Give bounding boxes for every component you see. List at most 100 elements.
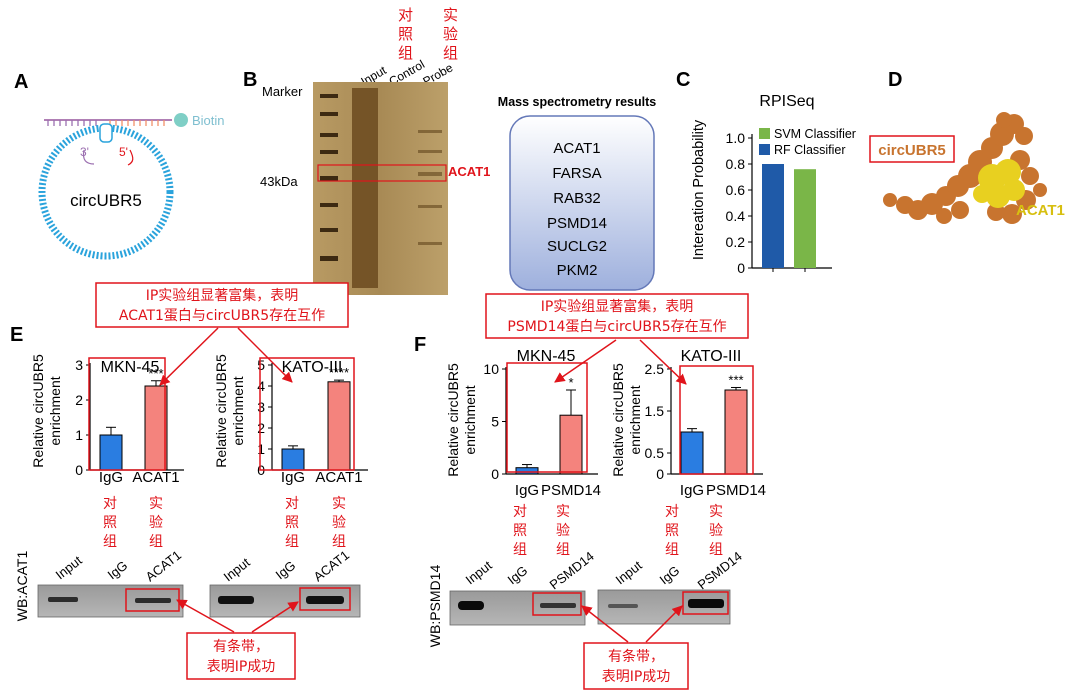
gel-probe-note-3: 组	[443, 44, 458, 62]
exp-note: 实	[556, 504, 570, 520]
highlight-box	[259, 357, 355, 471]
chart-title: KATO-III	[681, 348, 742, 365]
wb-f2-lane-igg: IgG	[657, 563, 683, 588]
f2-ylabel-line2: enrichment	[627, 385, 643, 454]
wb-acat1-label: WB:ACAT1	[14, 551, 30, 622]
ms-protein: ACAT1	[553, 140, 600, 157]
highlight-box	[679, 365, 754, 475]
f-ylabel-line2: enrichment	[462, 385, 478, 454]
circrna-label: circUBR5	[70, 191, 142, 210]
arrow	[159, 327, 219, 386]
wb-e2-band-box	[299, 587, 351, 611]
gel-input-lane	[352, 88, 378, 288]
gel-band-box	[317, 164, 447, 182]
probe-teeth	[47, 120, 165, 126]
probe-diagram: Biotin 3' 5' circUBR5	[38, 113, 225, 260]
y-tick-label: 1	[75, 427, 83, 443]
gel-control-note-1: 对	[398, 6, 413, 24]
exp-note: 验	[709, 523, 723, 539]
igg-bar	[281, 448, 305, 471]
svm-legend-swatch	[759, 128, 770, 139]
wb-f2-target-band	[688, 599, 724, 608]
wb-e-callout-line2: 表明IP成功	[207, 659, 276, 675]
three-prime-label: 3'	[80, 145, 89, 159]
exp-note: 组	[149, 534, 163, 550]
target-bar	[327, 381, 351, 471]
x-category-label: IgG	[281, 469, 305, 486]
x-category-label: IgG	[515, 482, 539, 499]
rpiseq-ylabel: Intereation Probability	[691, 119, 707, 260]
ms-protein: PSMD14	[547, 215, 607, 232]
acat1-ip-callout-line2: ACAT1蛋白与circUBR5存在互作	[119, 308, 325, 324]
x-category-label: PSMD14	[706, 482, 766, 499]
f-ylabel-line1: Relative circUBR5	[445, 363, 461, 477]
e-ylabel-line1: Relative circUBR5	[30, 354, 46, 468]
gel-control-note: 对 照 组	[398, 6, 413, 62]
y-tick-label: 1	[257, 441, 265, 457]
circrna-structure-label: circUBR5	[878, 142, 946, 159]
gel-size-label: 43kDa	[260, 174, 298, 189]
ctrl-note: 组	[103, 534, 117, 550]
psmd14-ip-callout-line1: IP实验组显著富集，表明	[541, 298, 694, 315]
rpiseq-y-tick-label: 0.6	[726, 182, 746, 198]
panel-label-f: F	[414, 334, 426, 356]
wb-f1-band-box	[532, 592, 582, 616]
panel-label-a: A	[14, 71, 28, 93]
annotation-arrows	[159, 327, 687, 643]
rf-classifier-bar	[762, 164, 784, 268]
f2-ylabel-line1: Relative circUBR5	[610, 363, 626, 477]
wb-e1-lane-target: ACAT1	[143, 547, 184, 584]
exp-note: 实	[332, 496, 346, 512]
target-bar	[724, 389, 748, 475]
e2-ylabel-line1: Relative circUBR5	[213, 354, 229, 468]
wb-f1-lane-target: PSMD14	[547, 549, 597, 593]
y-tick-label: 3	[257, 399, 265, 415]
panel-label-e: E	[10, 324, 23, 346]
docking-structure: circUBR5 ACAT1	[869, 112, 1065, 224]
e2-ylabel-line2: enrichment	[230, 376, 246, 445]
wb-e-callout	[186, 632, 296, 680]
wb-e1-lane-igg: IgG	[105, 558, 131, 583]
y-tick-label: 2	[75, 392, 83, 408]
wb-e2-lane-target: ACAT1	[311, 547, 352, 584]
exp-note: 实	[149, 496, 163, 512]
rf-legend-label: RF Classifier	[774, 143, 846, 157]
arrow	[581, 605, 629, 643]
chart-title: KATO-III	[282, 359, 343, 376]
arrow	[645, 605, 683, 643]
significance-label: *	[568, 375, 573, 390]
gel-band-label: ACAT1	[448, 164, 490, 179]
rpiseq-y-tick-label: 0	[737, 260, 745, 276]
wb-psmd14-label: WB:PSMD14	[427, 565, 443, 648]
ctrl-note: 照	[103, 515, 117, 531]
y-tick-label: 3	[75, 357, 83, 373]
wb-f1-input-band	[458, 601, 484, 610]
exp-note: 组	[332, 534, 346, 550]
y-tick-label: 5	[491, 414, 499, 430]
igg-bar	[680, 431, 704, 475]
target-bar	[559, 414, 583, 475]
y-tick-label: 0	[491, 466, 499, 482]
f1-group-notes: 对 照 组 实 验 组	[513, 504, 570, 558]
rf-legend-swatch	[759, 144, 770, 155]
rpiseq-y-tick-label: 0.8	[726, 156, 746, 172]
igg-bar	[515, 467, 539, 475]
biotin-bead	[174, 113, 188, 127]
wb-f-callout-line2: 表明IP成功	[602, 669, 671, 685]
significance-label: ***	[148, 366, 163, 381]
gel-marker-bands	[320, 94, 338, 261]
biotin-label: Biotin	[192, 113, 225, 128]
rpiseq-title: RPISeq	[759, 93, 814, 110]
ctrl-note: 对	[513, 504, 527, 520]
ms-title: Mass spectrometry results	[498, 95, 656, 109]
wb-f2-input-band	[608, 604, 638, 608]
y-tick-label: 1.5	[645, 403, 665, 419]
wb-f2-band-box	[682, 591, 729, 615]
wb-f2-lane-input: Input	[613, 558, 645, 588]
wb-e2-target-band	[306, 596, 344, 604]
gel-probe-note: 实 验 组	[443, 6, 458, 62]
rpiseq-y-tick-label: 0.4	[726, 208, 746, 224]
wb-e2-lane-igg: IgG	[273, 558, 299, 583]
x-category-label: PSMD14	[541, 482, 601, 499]
x-category-label: IgG	[680, 482, 704, 499]
